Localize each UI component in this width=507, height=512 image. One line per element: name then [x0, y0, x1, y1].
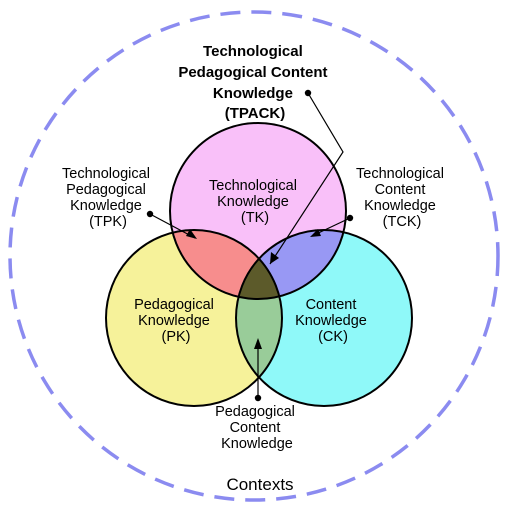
pck-pointer-dot: [254, 394, 262, 402]
tpack-pointer: [269, 92, 344, 265]
pck-label: Pedagogical Content Knowledge: [215, 404, 299, 452]
contexts-label: Contexts: [226, 475, 293, 494]
tpk-pointer-dot: [146, 210, 154, 218]
tpack-pointer-dot: [304, 89, 312, 97]
ck-label: Content Knowledge (CK): [295, 297, 371, 345]
tpk-label: Technological Pedagogical Knowledge (TPK…: [62, 166, 154, 230]
tck-overlap: [236, 230, 346, 299]
pk-outline: [105, 229, 283, 407]
tpk-overlap: [170, 230, 282, 299]
tck-pointer-dot: [346, 214, 354, 222]
tpack-arrowhead: [270, 252, 279, 264]
tck-arrowhead: [310, 229, 321, 237]
tpk-arrowhead: [186, 229, 197, 239]
tpack-title: Technological Pedagogical Content Knowle…: [178, 43, 331, 122]
pk-label: Pedagogical Knowledge (PK): [134, 297, 218, 345]
tk-label: Technological Knowledge (TK): [209, 178, 301, 226]
pck-arrowhead: [254, 338, 262, 349]
contexts-boundary: [8, 10, 500, 502]
tk-outline: [169, 122, 347, 300]
tck-label: Technological Content Knowledge (TCK): [356, 166, 448, 230]
